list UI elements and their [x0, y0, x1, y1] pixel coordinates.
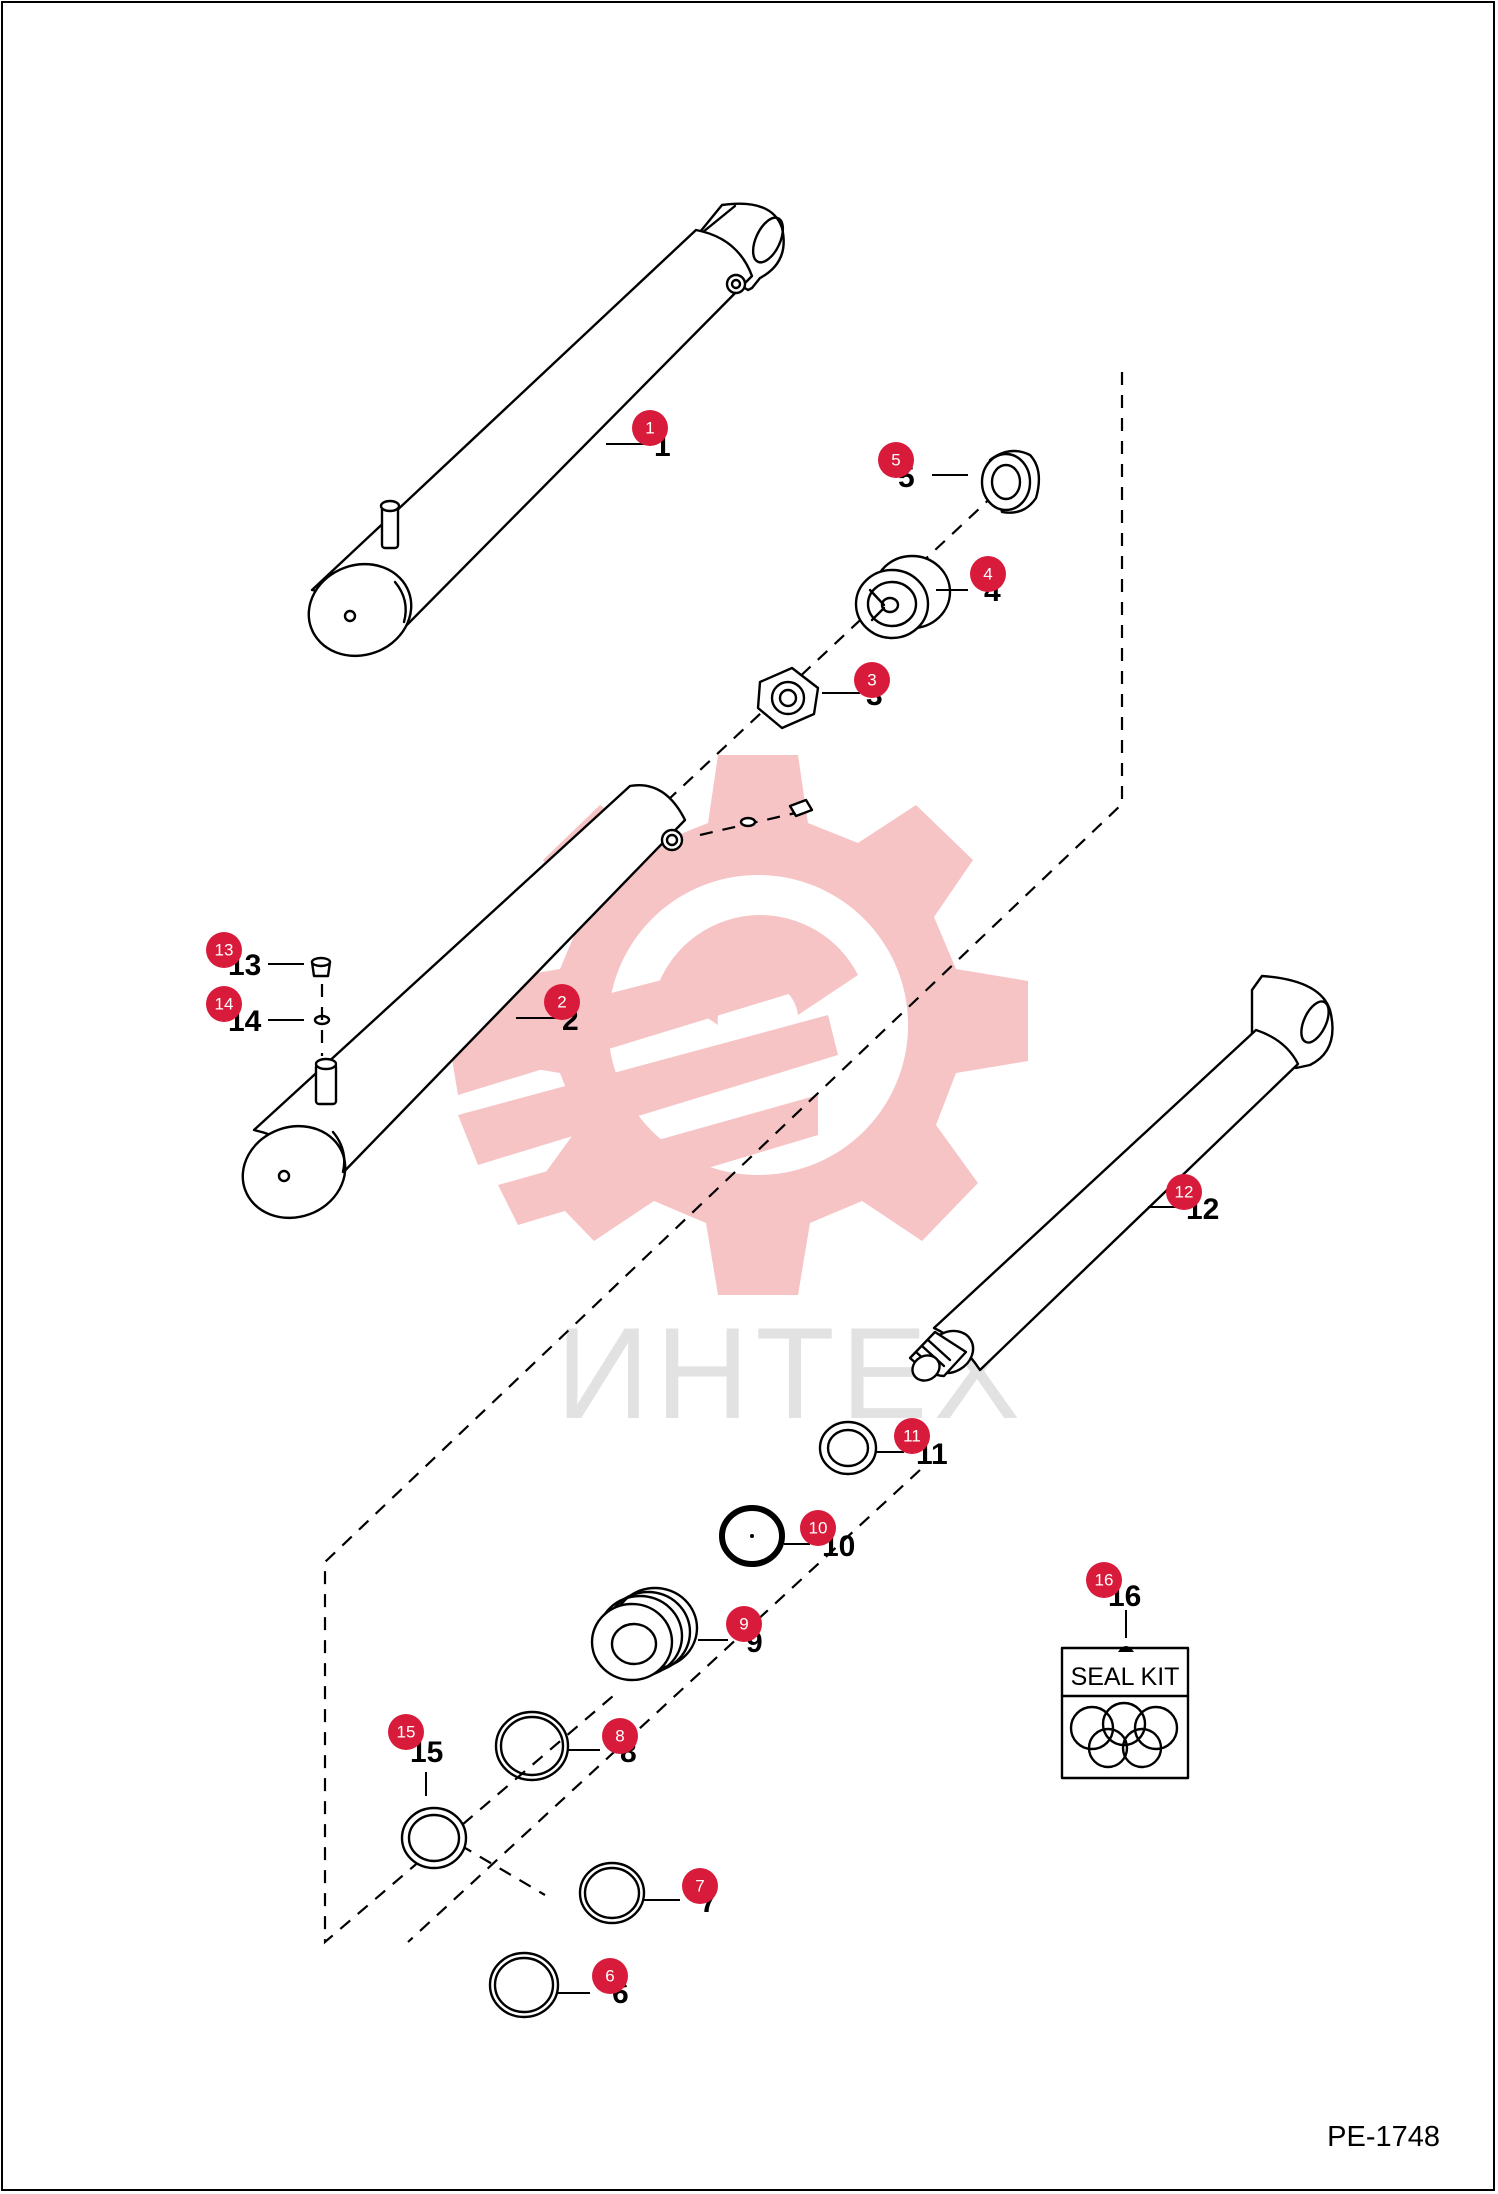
- seal-kit-label: SEAL KIT: [1071, 1663, 1180, 1691]
- leader-lines: [268, 443, 1180, 1994]
- part-1-cylinder-barrel: [307, 202, 785, 658]
- part-5-bushing: [980, 449, 1041, 514]
- svg-text:9: 9: [739, 1615, 748, 1634]
- svg-text:14: 14: [215, 995, 234, 1014]
- badge-7[interactable]: 7: [682, 1868, 718, 1904]
- part-4-piston: [854, 554, 952, 640]
- badge-15[interactable]: 15: [388, 1714, 424, 1750]
- badge-8[interactable]: 8: [602, 1718, 638, 1754]
- part-9-cylinder-head: [590, 1586, 699, 1682]
- svg-text:4: 4: [983, 565, 992, 584]
- part-8-o-ring: [494, 1710, 570, 1782]
- badge-9[interactable]: 9: [726, 1606, 762, 1642]
- svg-text:15: 15: [397, 1723, 416, 1742]
- badge-2[interactable]: 2: [544, 984, 580, 1020]
- part-2-cylinder-barrel: [241, 784, 814, 1220]
- svg-text:8: 8: [615, 1727, 624, 1746]
- part-6-backup-ring: [488, 1951, 560, 2019]
- svg-text:2: 2: [557, 993, 566, 1012]
- svg-text:3: 3: [867, 671, 876, 690]
- badge-5[interactable]: 5: [878, 442, 914, 478]
- badge-14[interactable]: 14: [206, 986, 242, 1022]
- badge-11[interactable]: 11: [894, 1418, 930, 1454]
- part-3-hex-nut: [756, 666, 820, 730]
- svg-text:5: 5: [891, 451, 900, 470]
- badge-10[interactable]: 10: [800, 1510, 836, 1546]
- badge-4[interactable]: 4: [970, 556, 1006, 592]
- svg-text:7: 7: [695, 1877, 704, 1896]
- callout-badges: 1 2 3 4 5 6 7 8 9 10 11 12 13 14 15 16: [206, 410, 1202, 1994]
- svg-text:10: 10: [809, 1519, 828, 1538]
- svg-text:12: 12: [1175, 1183, 1194, 1202]
- part-15-backup-ring: [400, 1806, 468, 1870]
- part-11-wiper-seal: [818, 1420, 878, 1476]
- part-12-piston-rod: [908, 974, 1334, 1382]
- badge-12[interactable]: 12: [1166, 1174, 1202, 1210]
- badge-3[interactable]: 3: [854, 662, 890, 698]
- badge-6[interactable]: 6: [592, 1958, 628, 1994]
- badge-16[interactable]: 16: [1086, 1562, 1122, 1598]
- part-7-o-ring: [578, 1861, 646, 1925]
- drawing-code: PE-1748: [1327, 2121, 1440, 2153]
- badge-1[interactable]: 1: [632, 410, 668, 446]
- svg-text:11: 11: [903, 1427, 921, 1446]
- part-10-rod-seal: [719, 1505, 785, 1567]
- svg-text:1: 1: [645, 419, 654, 438]
- part-16-seal-kit: SEAL KIT: [1060, 1610, 1190, 1780]
- badge-13[interactable]: 13: [206, 932, 242, 968]
- svg-text:6: 6: [605, 1967, 614, 1986]
- svg-text:16: 16: [1095, 1571, 1114, 1590]
- svg-text:13: 13: [215, 941, 234, 960]
